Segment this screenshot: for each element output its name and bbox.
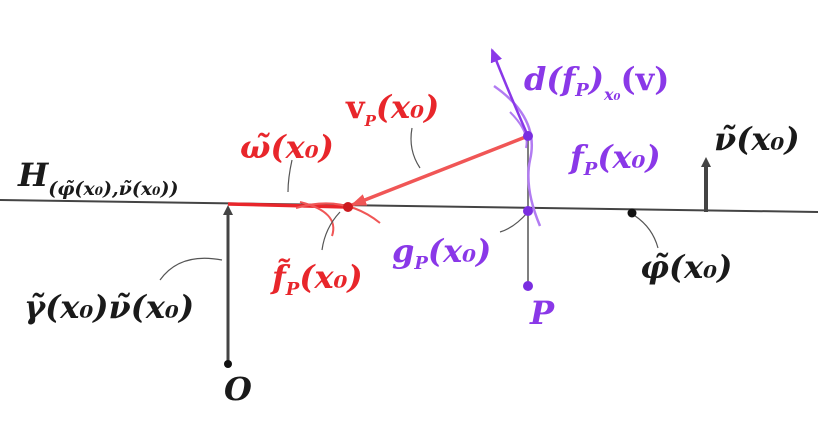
- point-p: [523, 281, 533, 291]
- point-fp: [523, 131, 533, 141]
- leader-phi: [631, 213, 659, 249]
- leader-gamma: [159, 257, 223, 281]
- fp-curve: [493, 84, 542, 227]
- label-nu: ν̃(x₀): [714, 120, 800, 158]
- leader-ftilde: [321, 211, 341, 251]
- label-hyperplane: H(φ̃(x₀),ν̃(x₀)): [17, 156, 178, 200]
- label-phi: φ̃(x₀): [640, 248, 732, 286]
- label-origin: O: [224, 370, 252, 408]
- label-p: P: [529, 294, 555, 332]
- leader-v: [410, 127, 421, 169]
- point-phi: [627, 208, 637, 218]
- label-v-p: vP(x₀): [345, 88, 439, 130]
- point-gp: [523, 206, 533, 216]
- ftilde-curve-lower: [299, 201, 335, 237]
- label-fp: fP(x₀): [568, 138, 661, 180]
- fp-curve-lower: [509, 111, 528, 149]
- point-origin: [224, 360, 232, 368]
- v-p-arrow: [350, 134, 529, 207]
- leader-gp: [499, 211, 529, 233]
- differential-arrow: [490, 48, 530, 137]
- label-omega: ω̃(x₀): [240, 128, 334, 166]
- hyperplane-line: [0, 199, 818, 213]
- label-differential: d(fP)x₀(v): [524, 60, 669, 104]
- omega-segment: [227, 202, 347, 209]
- point-ftilde: [343, 202, 353, 212]
- label-gamma-nu: γ̃(x₀)ν̃(x₀): [24, 288, 194, 326]
- label-gp: gP(x₀): [392, 232, 491, 274]
- label-ftilde: f̃P(x₀): [270, 258, 363, 300]
- ftilde-curve: [295, 202, 381, 224]
- leader-hyperplane: [287, 159, 293, 193]
